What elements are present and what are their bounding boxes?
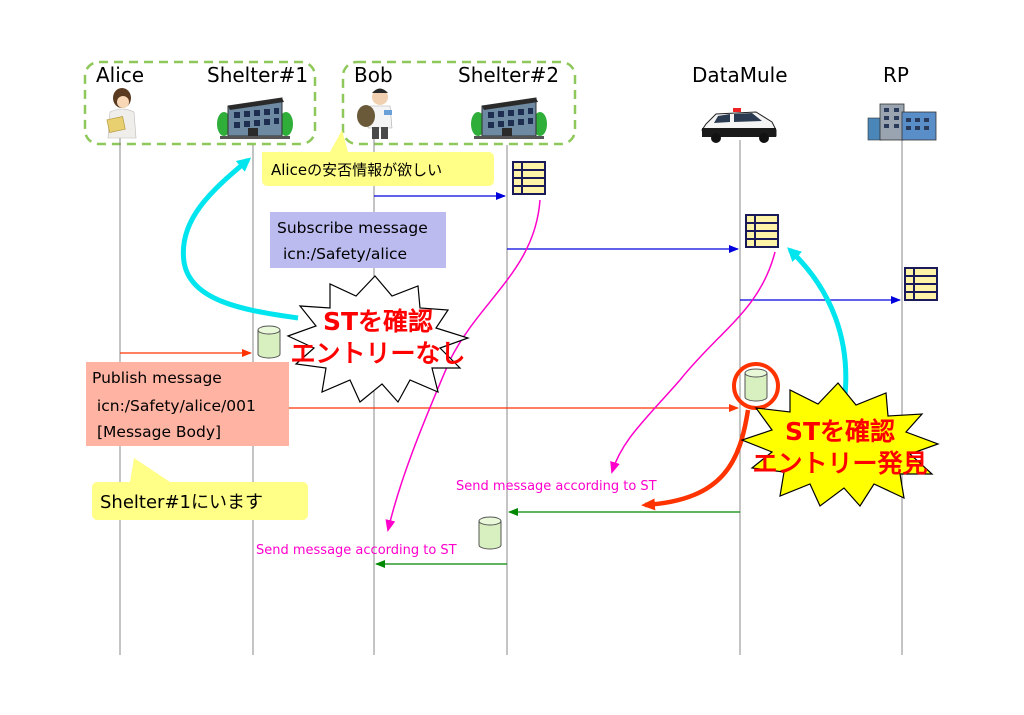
table-icon <box>745 214 779 248</box>
burst-found: STを確認 エントリー発見 <box>740 382 940 507</box>
database-icon <box>257 325 281 359</box>
office-building-icon <box>867 103 937 141</box>
subscribe-line2: icn:/Safety/alice <box>283 245 407 263</box>
bob-request-callout: Aliceの安否情報が欲しい <box>262 130 494 186</box>
red-curve-highlight <box>641 409 751 511</box>
cyan-curve-to-shelter1 <box>180 157 299 321</box>
alice-location-text: Shelter#1にいます <box>100 492 263 513</box>
alice-location-callout: Shelter#1にいます <box>92 458 308 520</box>
database-icon <box>478 516 502 550</box>
burst-found-line2: エントリー発見 <box>752 449 927 478</box>
person-reading-icon <box>106 88 137 139</box>
building-icon <box>217 97 293 139</box>
burst-no-entry-line1: STを確認 <box>323 307 433 336</box>
subscribe-line1: Subscribe message <box>277 219 428 237</box>
send-label-lower: Send message according to ST <box>256 543 457 558</box>
police-car-icon <box>701 108 777 143</box>
participant-shelter2: Shelter#2 <box>458 63 559 87</box>
participant-bob: Bob <box>354 63 393 87</box>
table-icon <box>904 267 938 301</box>
participant-alice: Alice <box>96 63 144 87</box>
cyan-curve-to-datamule-table <box>787 247 849 396</box>
participant-rp: RP <box>883 63 909 87</box>
magenta-curve-datamule-to-st <box>610 251 776 474</box>
publish-line2: icn:/Safety/alice/001 <box>92 397 256 415</box>
publish-line3: [Message Body] <box>97 423 221 441</box>
publish-line1: Publish message <box>92 369 222 387</box>
bob-request-text: Aliceの安否情報が欲しい <box>271 161 442 179</box>
building-icon <box>471 97 547 139</box>
burst-no-entry: STを確認 エントリーなし <box>286 275 470 404</box>
burst-no-entry-line2: エントリーなし <box>290 339 465 368</box>
database-icon <box>744 368 768 402</box>
table-icon <box>512 161 546 195</box>
student-icon <box>357 88 393 139</box>
participant-shelter1: Shelter#1 <box>207 63 308 87</box>
publish-message-box: Publish message icn:/Safety/alice/001 [M… <box>86 362 289 446</box>
subscribe-message-box: Subscribe message icn:/Safety/alice <box>270 212 446 268</box>
participant-datamule: DataMule <box>692 63 788 87</box>
send-label-upper: Send message according to ST <box>456 479 657 494</box>
burst-found-line1: STを確認 <box>785 417 895 446</box>
